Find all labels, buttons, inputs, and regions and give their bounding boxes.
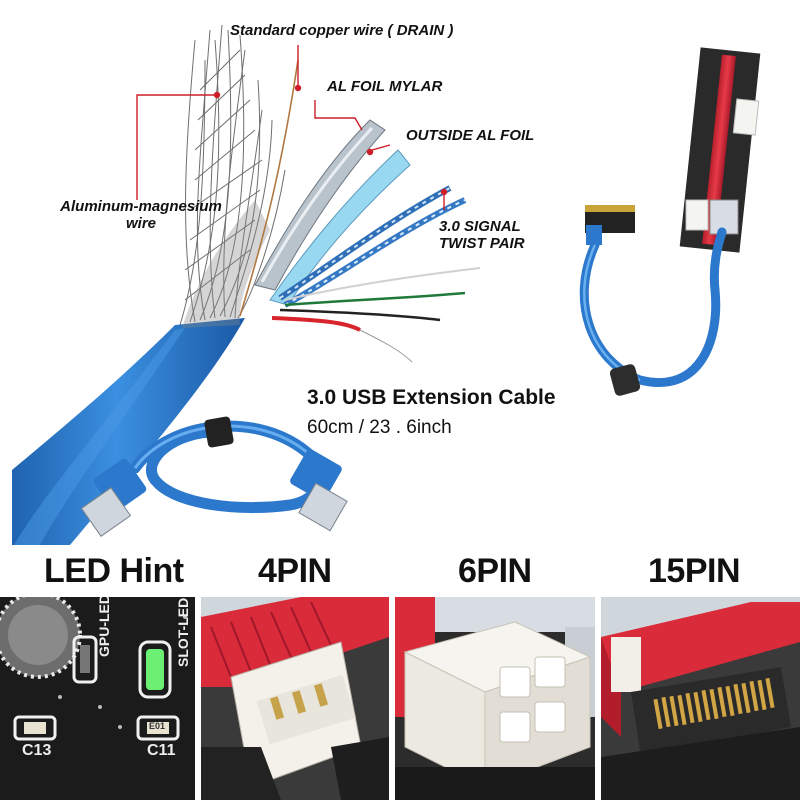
cable-illustration bbox=[12, 24, 761, 545]
4pin-photo bbox=[201, 597, 389, 800]
c13-text: C13 bbox=[22, 742, 52, 759]
black-wire bbox=[279, 308, 441, 322]
twist-pair-a bbox=[278, 185, 452, 301]
foil-mylar bbox=[254, 119, 386, 291]
product-length: 60cm / 23 . 6inch bbox=[307, 417, 452, 438]
caption-4pin: 4PIN bbox=[258, 552, 332, 590]
callout-lines bbox=[136, 45, 445, 210]
label-al-foil-mylar: AL FOIL MYLAR bbox=[327, 78, 443, 95]
caption-led-hint: LED Hint bbox=[44, 552, 184, 590]
green-wire bbox=[284, 291, 466, 307]
e01-text: E01 bbox=[149, 721, 166, 731]
white-wire bbox=[284, 267, 481, 301]
gpu-led-text: GPU-LED bbox=[96, 597, 112, 657]
15pin-photo bbox=[601, 597, 800, 800]
caption-15pin: 15PIN bbox=[648, 552, 741, 590]
c11-text: C11 bbox=[147, 742, 176, 759]
product-title: 3.0 USB Extension Cable bbox=[307, 386, 556, 409]
riser-card-photo bbox=[579, 47, 761, 396]
callout-dots bbox=[213, 84, 448, 196]
red-wire bbox=[271, 316, 361, 332]
braid-shield bbox=[179, 24, 286, 326]
led-hint-photo: GPU-LED SLOT-LED C13 C11 E01 bbox=[0, 597, 195, 800]
6pin-photo bbox=[395, 597, 595, 800]
label-aluminum-magnesium-wire: Aluminum-magnesium wire bbox=[60, 198, 222, 232]
label-outside-al-foil: OUTSIDE AL FOIL bbox=[406, 127, 535, 144]
outside-al-foil bbox=[269, 149, 411, 306]
caption-6pin: 6PIN bbox=[458, 552, 532, 590]
slot-led-text: SLOT-LED bbox=[175, 597, 191, 667]
label-signal-twist-pair: 3.0 SIGNAL TWIST PAIR bbox=[439, 218, 525, 252]
label-drain-wire: Standard copper wire ( DRAIN ) bbox=[230, 22, 454, 39]
drain-wire bbox=[239, 59, 299, 317]
usb-cable-photo bbox=[80, 416, 348, 537]
